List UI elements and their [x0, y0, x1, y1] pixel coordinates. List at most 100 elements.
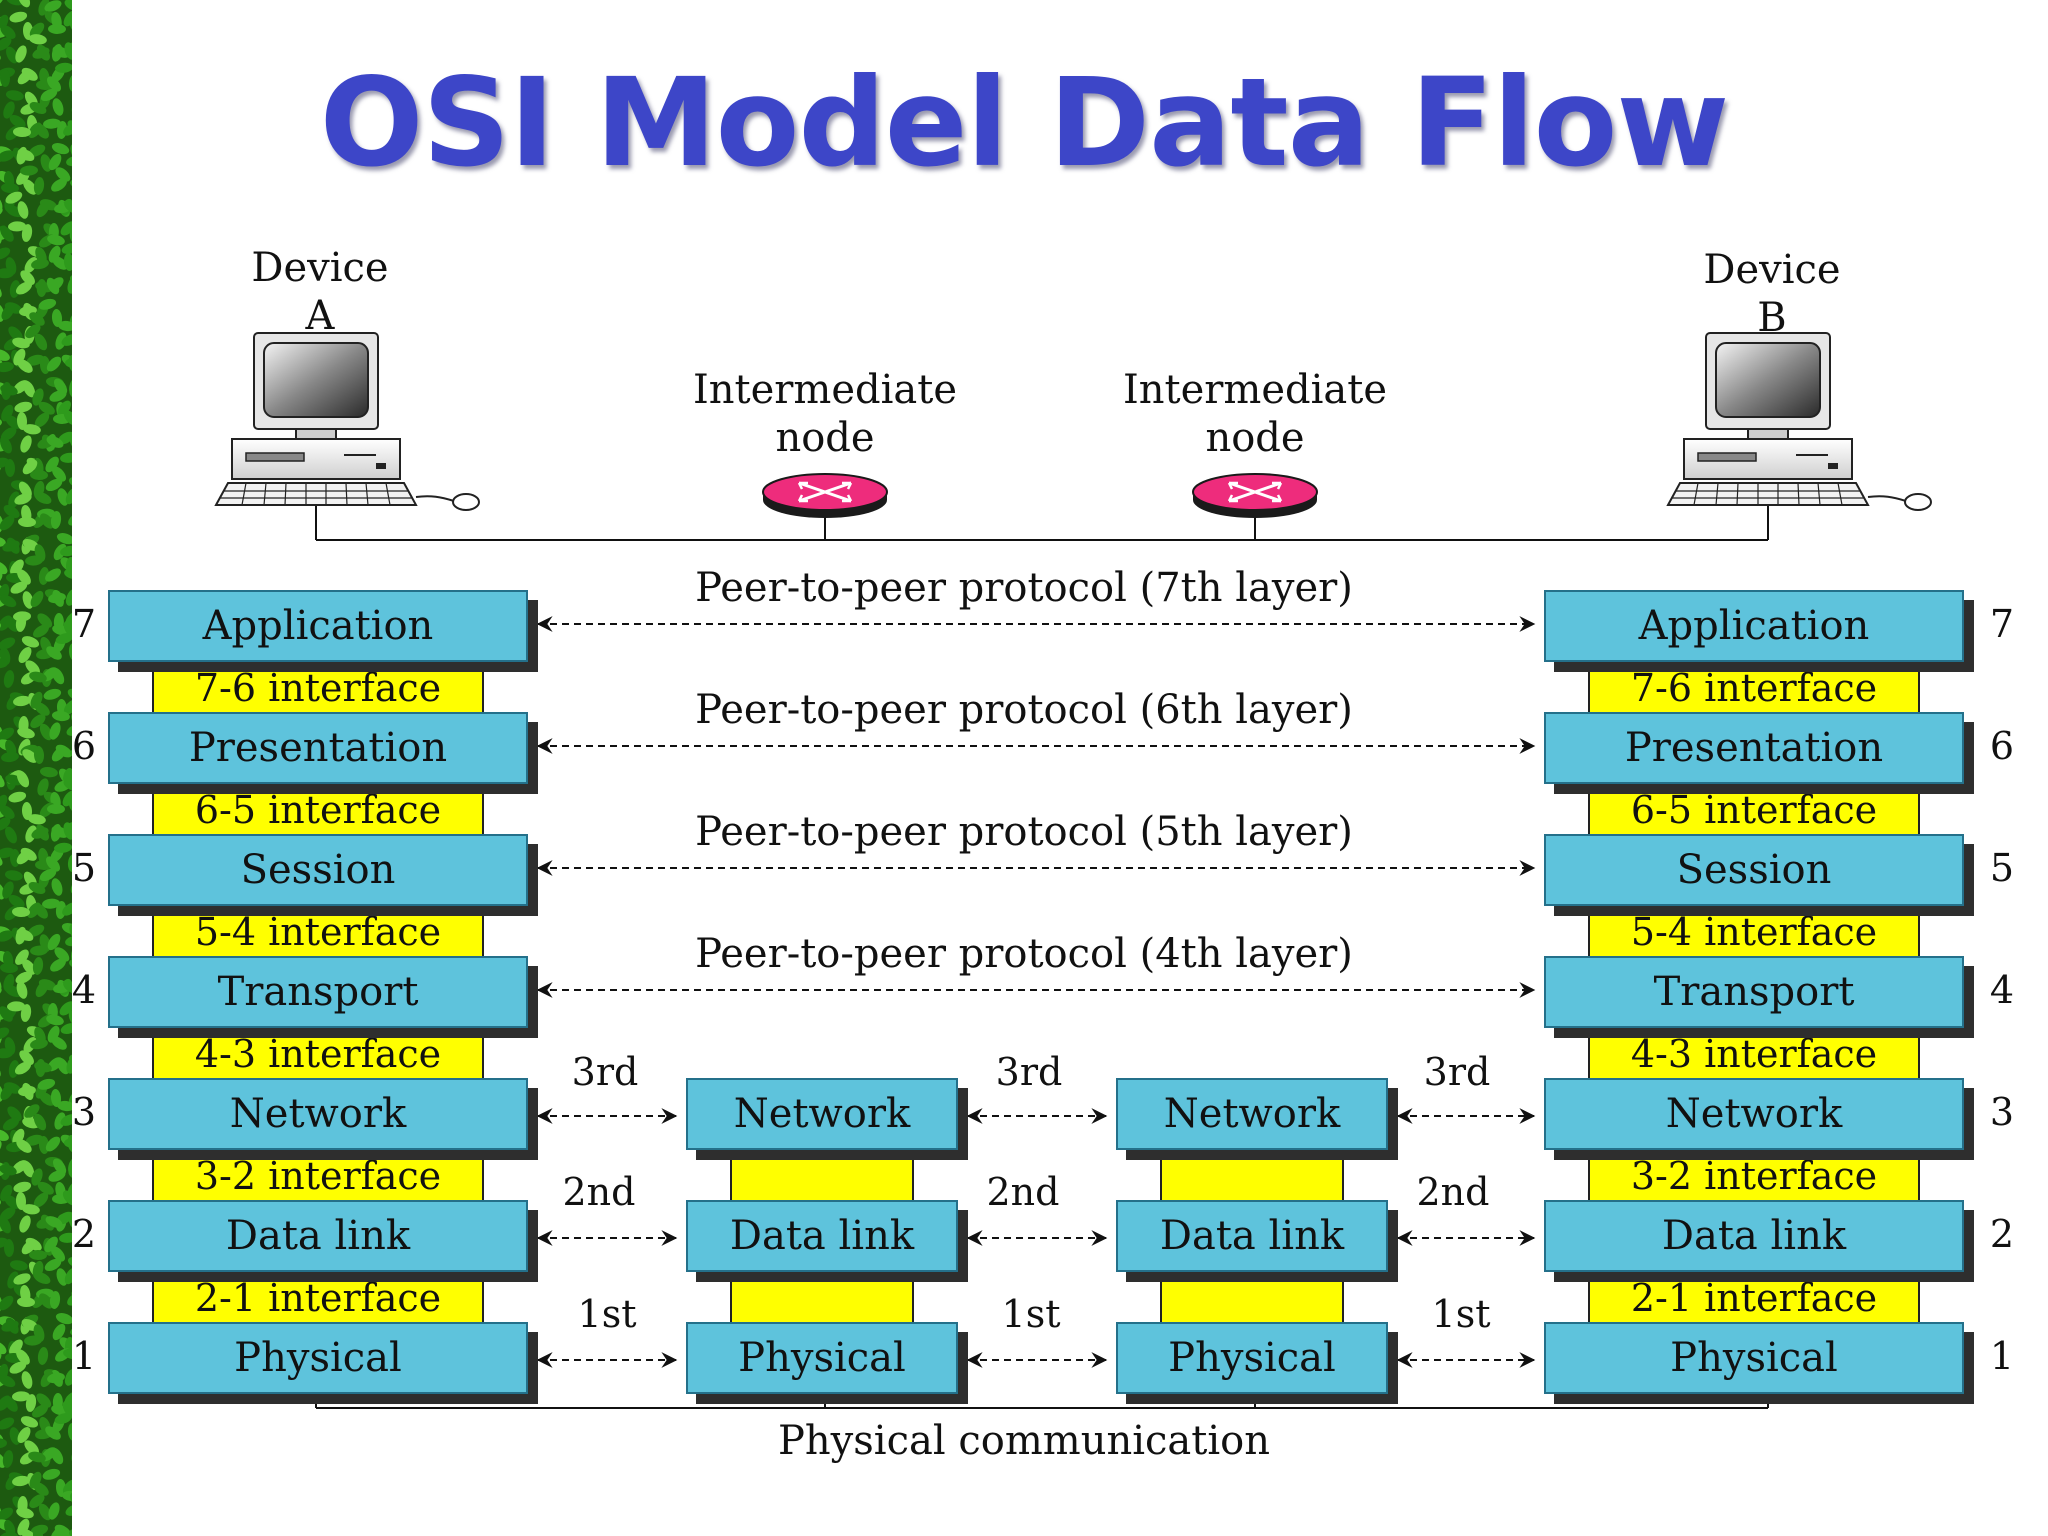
- device-b-layer-2-data-link: Data link: [1544, 1200, 1964, 1272]
- leaf-shape: [17, 0, 31, 8]
- leaf-shape: [65, 358, 72, 368]
- leaf-shape: [20, 270, 35, 285]
- leaf-shape: [23, 179, 37, 195]
- leaf-shape: [8, 491, 20, 509]
- leaf-shape: [16, 981, 28, 999]
- leaf-shape: [35, 980, 49, 998]
- leaf-shape: [51, 1036, 67, 1050]
- leaf-shape: [46, 1014, 64, 1026]
- leaf-shape: [30, 469, 48, 481]
- node-2-layer-3-network: Network: [1116, 1078, 1388, 1150]
- leaf-shape: [10, 559, 24, 575]
- leaf-shape: [0, 37, 12, 51]
- leaf-shape: [2, 1117, 20, 1131]
- device-b-label: Device B: [1703, 247, 1841, 341]
- leaf-shape: [37, 613, 53, 628]
- leaf-shape: [57, 320, 72, 332]
- leaf-shape: [62, 1190, 72, 1206]
- leaf-shape: [26, 354, 45, 366]
- leaf-shape: [46, 436, 64, 448]
- leaf-shape: [47, 803, 65, 815]
- leaf-shape: [5, 826, 17, 844]
- leaf-shape: [51, 143, 70, 155]
- device-a-label: Device A: [251, 245, 389, 339]
- leaf-shape: [31, 1168, 43, 1186]
- device-a-interface-7-6: 7-6 interface: [152, 660, 484, 716]
- device-b-interface-6-5: 6-5 interface: [1588, 782, 1920, 838]
- leaf-shape: [27, 924, 45, 937]
- device-b-layer-1-physical: Physical: [1544, 1322, 1964, 1394]
- leaf-shape: [0, 1452, 6, 1468]
- leaf-shape: [48, 1502, 60, 1520]
- leaf-shape: [0, 150, 15, 162]
- leaf-shape: [39, 1092, 55, 1106]
- leaf-shape: [9, 1260, 28, 1271]
- leaf-shape: [0, 536, 6, 547]
- leaf-shape: [55, 1313, 72, 1325]
- leaf-shape: [30, 1038, 48, 1050]
- leaf-shape: [13, 695, 31, 707]
- leaf-shape: [40, 88, 58, 102]
- leaf-shape: [65, 935, 72, 947]
- leaf-shape: [22, 591, 34, 609]
- leaf-shape: [8, 894, 25, 908]
- leaf-shape: [45, 456, 59, 473]
- leaf-shape: [44, 1258, 62, 1272]
- leaf-shape: [54, 1412, 72, 1424]
- hop-label-node1-node2-3rd: 3rd: [995, 1050, 1063, 1094]
- leaf-shape: [33, 1272, 51, 1284]
- leaf-shape: [57, 400, 71, 417]
- leaf-shape: [63, 122, 72, 136]
- leaf-shape: [0, 817, 11, 831]
- leaf-shape: [3, 504, 20, 518]
- leaf-shape: [8, 326, 23, 342]
- leaf-shape: [56, 533, 72, 545]
- leaf-shape: [38, 298, 57, 310]
- leaf-shape: [59, 1001, 72, 1016]
- leaf-shape: [0, 436, 12, 454]
- leaf-shape: [31, 258, 49, 270]
- leaf-shape: [64, 1138, 72, 1148]
- leaf-shape: [6, 0, 24, 6]
- leaf-shape: [61, 334, 72, 346]
- leaf-shape: [0, 1438, 8, 1449]
- leaf-shape: [53, 543, 67, 561]
- leaf-shape: [30, 590, 44, 608]
- device-a-layer-2-data-link: Data link: [108, 1200, 528, 1272]
- leaf-shape: [34, 903, 48, 919]
- leaf-shape: [0, 1295, 14, 1311]
- device-b-interface-5-4: 5-4 interface: [1588, 904, 1920, 960]
- device-b-layer-4-transport: Transport: [1544, 956, 1964, 1028]
- leaf-shape: [51, 746, 67, 762]
- leaf-shape: [60, 545, 72, 557]
- leaf-shape: [21, 802, 33, 820]
- leaf-shape: [43, 118, 62, 129]
- device-b-layer-6-presentation: Presentation: [1544, 712, 1964, 784]
- leaf-shape: [0, 637, 16, 650]
- leaf-shape: [18, 646, 32, 664]
- device-a-layer-3-network: Network: [108, 1078, 528, 1150]
- leaf-shape: [67, 1292, 72, 1306]
- leaf-shape: [32, 1526, 44, 1536]
- leaf-shape: [64, 1267, 72, 1285]
- leaf-shape: [33, 1113, 47, 1131]
- leaf-shape: [2, 881, 14, 899]
- leaf-shape: [0, 1084, 4, 1102]
- leaf-shape: [7, 1001, 26, 1012]
- leaf-shape: [68, 74, 72, 92]
- leaf-shape: [60, 452, 72, 463]
- physical-communication-label: Physical communication: [778, 1418, 1270, 1464]
- leaf-shape: [0, 1417, 15, 1430]
- leaf-shape: [5, 616, 19, 632]
- leaf-shape: [30, 945, 49, 956]
- leaf-shape: [32, 47, 50, 59]
- leaf-shape: [9, 1361, 27, 1374]
- intermediate-node-1-router-icon: [761, 472, 889, 520]
- peer-protocol-label-5: Peer-to-peer protocol (5th layer): [695, 809, 1353, 855]
- leaf-shape: [0, 727, 15, 741]
- layer-number-right-6: 6: [1989, 724, 2015, 768]
- device-a-computer-icon: [215, 332, 480, 511]
- leaf-shape: [29, 1249, 47, 1261]
- layer-number-left-7: 7: [71, 602, 97, 646]
- leaf-shape: [47, 933, 61, 951]
